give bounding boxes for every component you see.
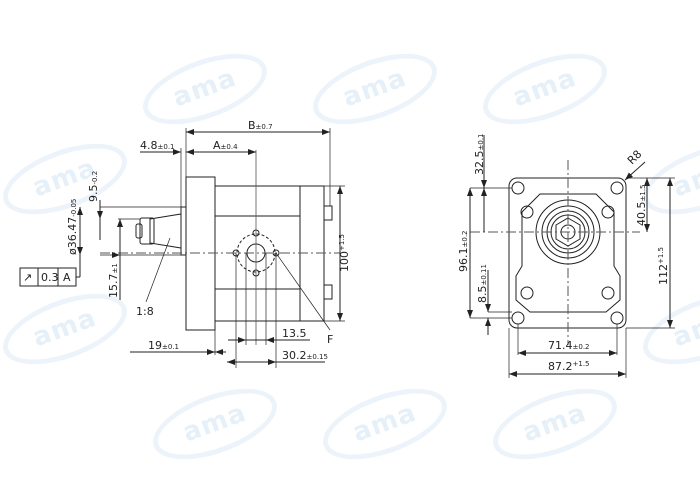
label-shaft-len: 15.7±1 xyxy=(107,263,120,298)
label-total-h: 112+1.5 xyxy=(657,247,670,285)
leader-taper xyxy=(145,237,171,303)
label-bottom-off: 8.5±0.11 xyxy=(476,264,489,303)
label-taper: 1:8 xyxy=(136,305,154,318)
label-B: B±0.7 xyxy=(248,119,273,132)
leader-port xyxy=(275,252,331,331)
label-port: F xyxy=(327,333,333,346)
side-view xyxy=(19,128,345,368)
label-radius: R8 xyxy=(625,148,645,168)
label-shaft-off: 9.5-0.2 xyxy=(87,171,100,202)
label-bolt-h: 71.4±0.2 xyxy=(548,339,590,352)
shaft xyxy=(149,213,182,249)
label-flange-thk: 4.8±0.1 xyxy=(140,139,175,152)
rear-bolt-top xyxy=(323,205,333,221)
front-view-labels: 32.5±0.1 R8 40.5±1.5 96.1±0.2 8.5±0.11 1… xyxy=(457,134,670,374)
shaft-nut xyxy=(139,217,155,245)
label-top-off: 32.5±0.1 xyxy=(473,134,486,176)
label-right-off: 40.5±1.5 xyxy=(635,185,648,227)
label-port-a: 13.5 xyxy=(282,327,307,340)
label-port-b: 30.2±0.15 xyxy=(282,349,328,362)
tolerance-value: 0.3 xyxy=(41,271,59,284)
front-view xyxy=(467,135,675,378)
side-view-labels: B±0.7 A±0.4 4.8±0.1 9.5-0.2 ø36.47-0.05 … xyxy=(23,119,351,362)
label-total-w: 87.2+1.5 xyxy=(548,360,590,373)
tolerance-symbol: ↗ xyxy=(23,271,32,284)
label-height: 100+1.5 xyxy=(338,234,351,272)
tolerance-datum: A xyxy=(63,271,71,284)
label-flange-len: 19±0.1 xyxy=(148,339,179,352)
label-bolt-v: 96.1±0.2 xyxy=(457,231,470,273)
label-shaft-dia: ø36.47-0.05 xyxy=(66,199,79,255)
label-A: A±0.4 xyxy=(213,139,238,152)
rear-bolt-bottom xyxy=(323,284,333,300)
leader-radius xyxy=(624,161,646,181)
spigot xyxy=(180,206,187,256)
